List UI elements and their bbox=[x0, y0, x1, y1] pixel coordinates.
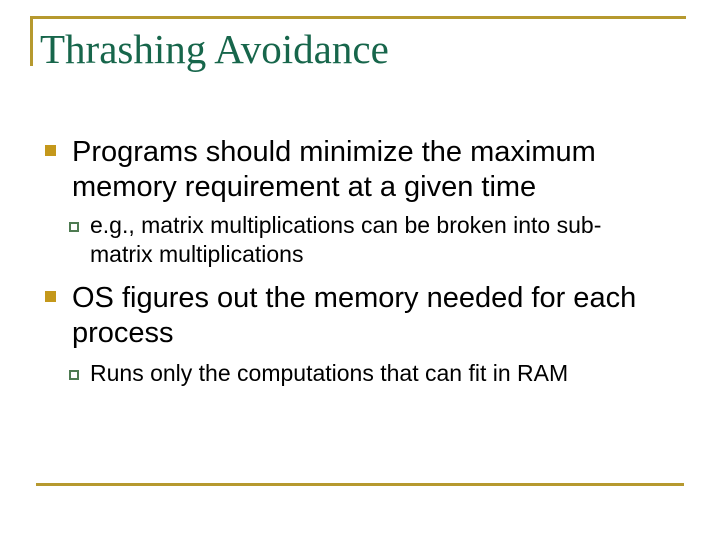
filled-square-bullet-icon bbox=[45, 291, 56, 302]
hollow-square-bullet-icon bbox=[69, 370, 79, 380]
sub-bullet-item-1: e.g., matrix multiplications can be brok… bbox=[0, 211, 720, 269]
sub-bullet-text-2: Runs only the computations that can fit … bbox=[90, 360, 569, 386]
bullet-item-1: Programs should minimize the maximum mem… bbox=[0, 135, 720, 205]
top-corner-rule bbox=[30, 16, 686, 66]
filled-square-bullet-icon bbox=[45, 145, 56, 156]
hollow-square-bullet-icon bbox=[69, 222, 79, 232]
bullet-text-2: OS figures out the memory needed for eac… bbox=[72, 282, 637, 349]
sub-bullet-text-1: e.g., matrix multiplications can be brok… bbox=[90, 212, 602, 267]
sub-bullet-item-2: Runs only the computations that can fit … bbox=[0, 359, 720, 388]
bullet-item-2: OS figures out the memory needed for eac… bbox=[0, 281, 720, 351]
bullet-text-1: Programs should minimize the maximum mem… bbox=[72, 136, 596, 203]
bottom-rule bbox=[36, 483, 684, 486]
slide-title: Thrashing Avoidance bbox=[40, 26, 389, 72]
